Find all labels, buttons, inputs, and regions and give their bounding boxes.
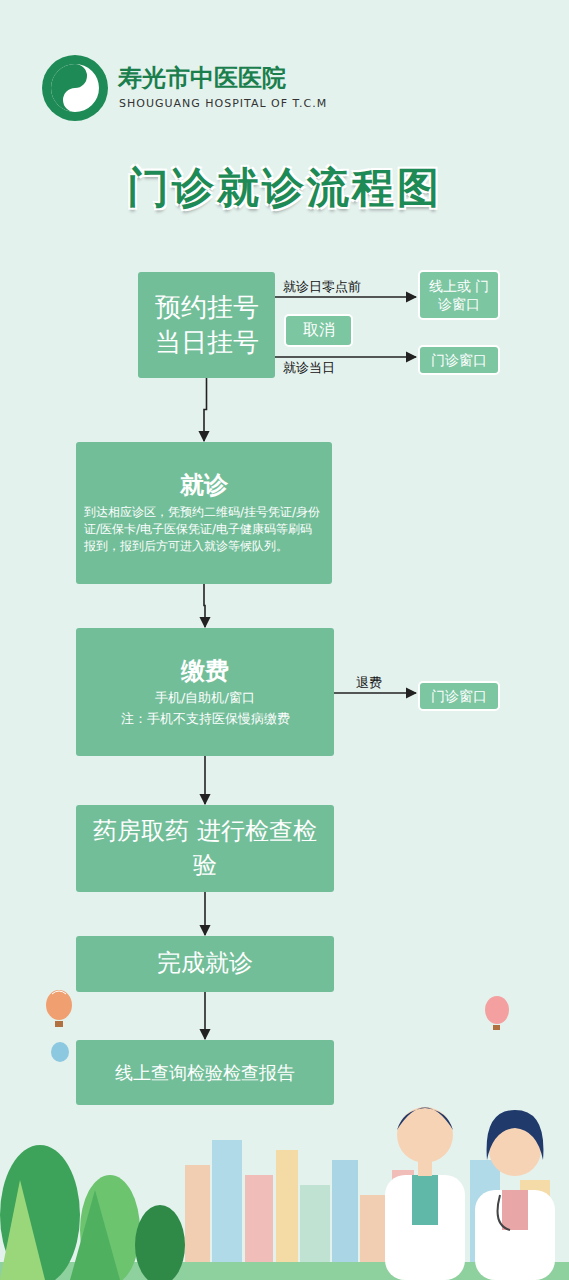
box-body: 手机/自助机/窗口: [155, 689, 255, 708]
logo-yinyang: [51, 64, 87, 112]
box-body: 到达相应诊区，凭预约二维码/挂号凭证/身份证/医保卡/电子医保凭证/电子健康码等…: [84, 504, 324, 556]
box-heading: 就诊: [180, 470, 228, 501]
process-box: 完成就诊: [76, 936, 334, 992]
box-heading: 门诊窗口: [431, 351, 487, 369]
box-heading: 线上或 门诊窗口: [426, 277, 492, 313]
flow-arrow: [204, 892, 206, 935]
edge-label: 就诊日零点前: [283, 278, 361, 296]
doctor-male: [385, 1107, 465, 1280]
box-heading: 取消: [303, 320, 335, 341]
process-box: 缴费手机/自助机/窗口注：手机不支持医保慢病缴费: [76, 628, 334, 756]
plants: [0, 1145, 185, 1280]
flow-arrow: [204, 756, 206, 804]
target-box: 门诊窗口: [418, 345, 500, 375]
diagram-title: 门诊就诊流程图: [0, 160, 569, 216]
flow-arrow: [204, 584, 205, 627]
box-heading: 预约挂号 当日挂号: [144, 290, 269, 360]
flow-arrow: [204, 992, 206, 1039]
hospital-name-en: SHOUGUANG HOSPITAL OF T.C.M: [119, 97, 327, 110]
balloon: [46, 990, 72, 1027]
edge-label: 就诊当日: [283, 359, 335, 377]
box-body: 注：手机不支持医保慢病缴费: [121, 710, 290, 729]
box-heading: 缴费: [181, 656, 229, 687]
process-box: 就诊到达相应诊区，凭预约二维码/挂号凭证/身份证/医保卡/电子医保凭证/电子健康…: [76, 442, 332, 584]
flow-arrow: [275, 356, 416, 358]
flow-arrow: [275, 296, 416, 298]
process-box: 药房取药 进行检查检验: [76, 805, 334, 892]
balloon: [51, 1042, 69, 1062]
process-box: 线上查询检验检查报告: [76, 1040, 334, 1105]
flow-arrow: [334, 692, 416, 694]
logo-ring: [42, 55, 108, 121]
box-heading: 线上查询检验检查报告: [115, 1061, 295, 1084]
box-heading: 药房取药 进行检查检验: [82, 815, 328, 882]
target-box: 门诊窗口: [418, 681, 500, 711]
logo-core: [51, 64, 99, 112]
box-heading: 完成就诊: [157, 948, 253, 979]
target-box: 取消: [284, 314, 353, 347]
hospital-name: 寿光市中医医院: [118, 62, 286, 94]
box-heading: 门诊窗口: [431, 687, 487, 705]
target-box: 线上或 门诊窗口: [418, 270, 500, 320]
doctor-female: [475, 1110, 555, 1280]
process-box: 预约挂号 当日挂号: [138, 272, 275, 378]
edge-label: 退费: [356, 674, 382, 692]
balloon: [485, 996, 509, 1030]
flow-arrow: [204, 378, 207, 441]
